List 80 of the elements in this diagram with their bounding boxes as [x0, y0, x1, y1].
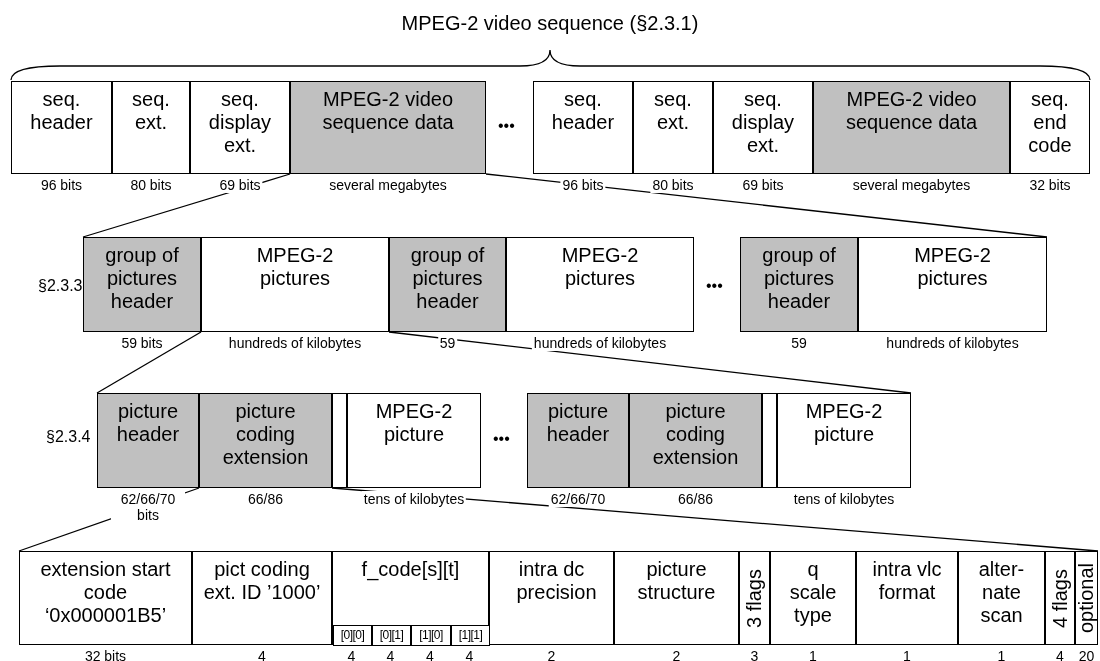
size-label: 69 bits: [217, 177, 263, 193]
header-field: MPEG-2 video sequence data: [813, 81, 1010, 174]
size-label: hundreds of kilobytes: [226, 335, 364, 351]
size-label: 4: [345, 648, 358, 661]
size-label: 4: [384, 648, 397, 661]
size-label: 4: [424, 648, 436, 661]
data-field: q scale type: [770, 551, 856, 645]
size-label: hundreds of kilobytes: [884, 335, 1021, 351]
size-label: 96 bits: [560, 177, 606, 193]
size-label: 62/66/70 bits: [111, 491, 185, 523]
size-label: several megabytes: [327, 177, 449, 193]
size-label: tens of kilobytes: [361, 491, 467, 507]
header-field: group of pictures header: [389, 237, 506, 332]
index-field: [1][0]: [411, 625, 451, 646]
size-label: 80 bits: [128, 177, 174, 193]
header-field: group of pictures header: [83, 237, 201, 332]
header-field: picture coding extension: [199, 393, 332, 488]
size-label: 59 bits: [119, 335, 165, 351]
data-field: optional: [1075, 551, 1098, 645]
index-field: [1][1]: [451, 625, 490, 646]
size-label: 59: [789, 335, 809, 351]
data-field: MPEG-2 pictures: [506, 237, 694, 332]
data-field: seq. header: [11, 81, 112, 174]
size-label: 4: [256, 648, 268, 661]
ellipsis-dots: •••: [493, 430, 510, 448]
size-label: tens of kilobytes: [791, 491, 897, 507]
data-field: seq. ext.: [633, 81, 713, 174]
data-field: f_code[s][t] [0][0] [0][1] [1][0] [1][1]: [332, 551, 489, 645]
data-field: picture structure: [614, 551, 739, 645]
size-label: 59: [437, 335, 458, 351]
data-field: extension start code ‘0x000001B5’: [19, 551, 192, 645]
data-field: seq. display ext.: [713, 81, 813, 174]
ellipsis-dots: •••: [498, 117, 515, 135]
header-field: MPEG-2 video sequence data: [290, 81, 486, 174]
spacer-field: [762, 393, 777, 488]
size-label: 4: [463, 648, 476, 661]
header-field: picture header: [97, 393, 199, 488]
data-field: MPEG-2 picture: [777, 393, 911, 488]
data-field: 4 flags: [1045, 551, 1075, 645]
size-label: 66/86: [246, 491, 285, 507]
data-field: seq. display ext.: [190, 81, 290, 174]
size-label: 2: [545, 648, 558, 661]
title: MPEG-2 video sequence (§2.3.1): [400, 12, 700, 35]
size-label: several megabytes: [850, 177, 973, 193]
size-label: 62/66/70: [548, 491, 608, 507]
expansion-line: [388, 331, 912, 394]
size-label: 4: [1054, 648, 1066, 661]
size-label: 1: [807, 648, 819, 661]
data-field: MPEG-2 picture: [347, 393, 481, 488]
spacer-field: [332, 393, 347, 488]
size-label: 2: [670, 648, 683, 661]
data-field: pict coding ext. ID ’1000’: [192, 551, 332, 645]
size-label: 20: [1076, 648, 1097, 661]
data-field: MPEG-2 pictures: [858, 237, 1047, 332]
size-label: 32 bits: [1027, 177, 1073, 193]
ellipsis-dots: •••: [706, 277, 723, 295]
header-field: picture coding extension: [629, 393, 762, 488]
data-field: seq. header: [533, 81, 633, 174]
index-field: [0][1]: [372, 625, 411, 646]
data-field: intra vlc format: [856, 551, 958, 645]
size-label: hundreds of kilobytes: [531, 335, 669, 351]
size-label: 69 bits: [740, 177, 786, 193]
size-label: 1: [901, 648, 913, 661]
size-label: 3: [748, 648, 761, 661]
data-field: alter- nate scan: [958, 551, 1045, 645]
data-field: intra dc precision: [489, 551, 614, 645]
size-label: 96 bits: [38, 177, 85, 193]
header-field: picture header: [527, 393, 629, 488]
data-field: seq. ext.: [112, 81, 190, 174]
expansion-line: [485, 173, 1048, 238]
size-label: 66/86: [676, 491, 715, 507]
size-label: 1: [995, 648, 1008, 661]
data-field: seq. end code: [1010, 81, 1090, 174]
header-field: group of pictures header: [740, 237, 858, 332]
index-field: [0][0]: [333, 625, 372, 646]
size-label: 32 bits: [82, 648, 129, 661]
data-field: MPEG-2 pictures: [201, 237, 389, 332]
data-field: 3 flags: [739, 551, 770, 645]
size-label: 80 bits: [650, 177, 696, 193]
expansion-line: [96, 331, 202, 394]
